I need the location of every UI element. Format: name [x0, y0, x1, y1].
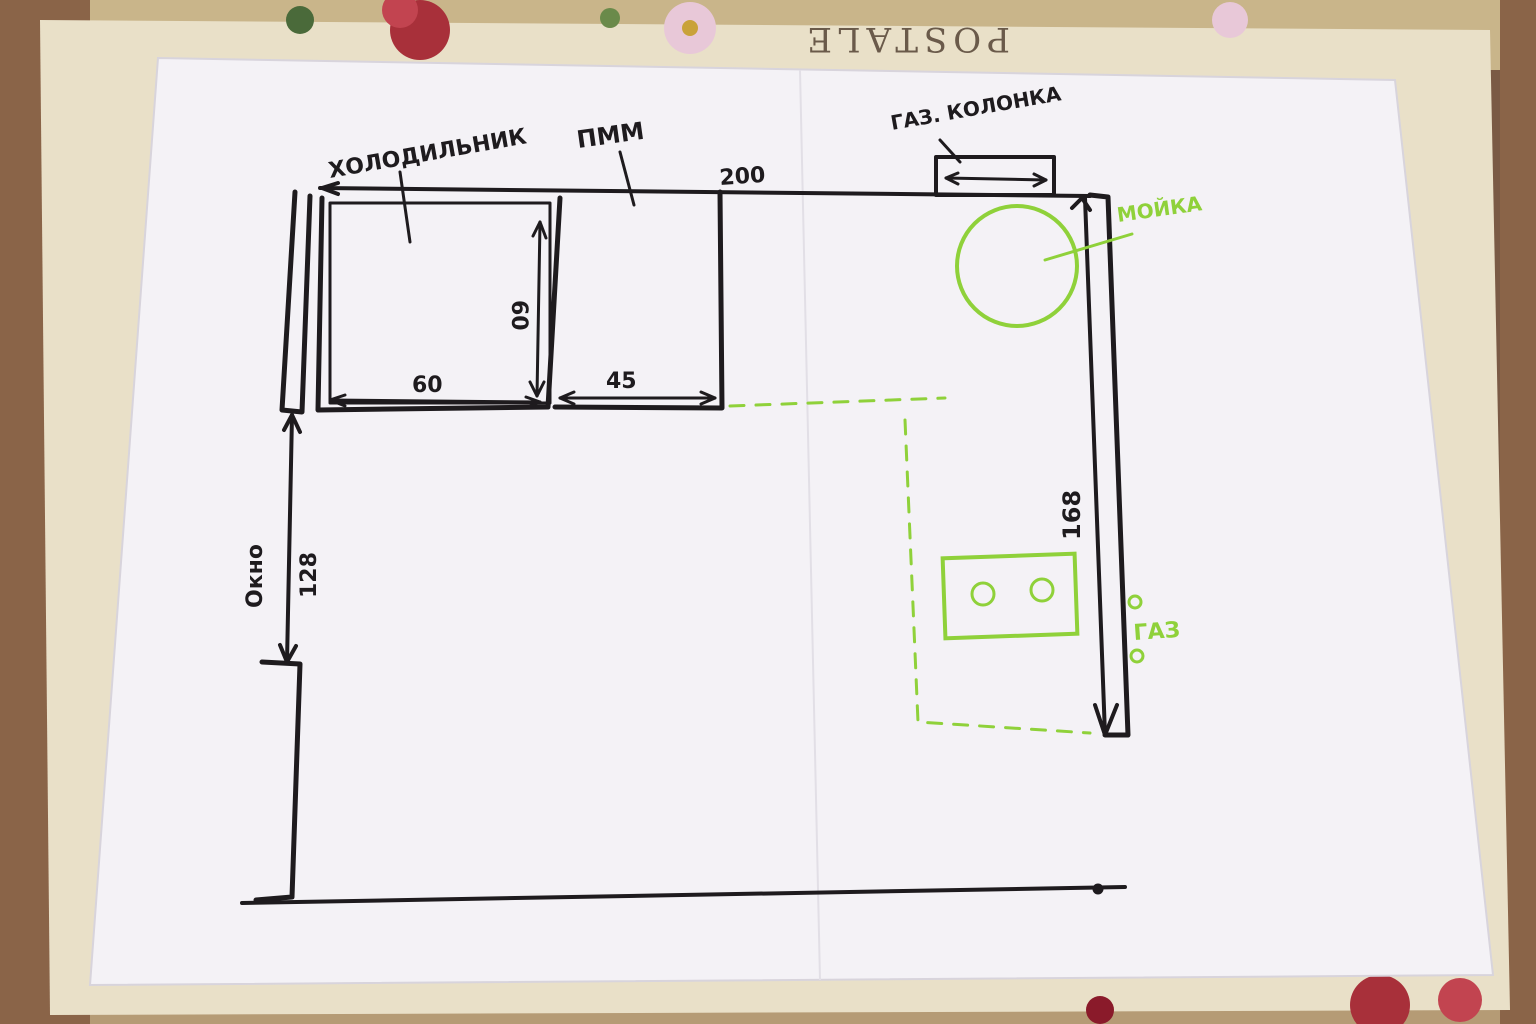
flower-decoration-center: [600, 2, 716, 54]
fridge-leader-line: [398, 170, 412, 244]
fridge-width-left-arrow-icon: [328, 393, 347, 408]
fridge-depth-dimension: 60: [506, 300, 531, 331]
gas-heater-leader-line: [938, 138, 962, 164]
flower-decoration-bottom: [1086, 975, 1482, 1024]
fridge-depth-line: [535, 220, 542, 398]
fridge-width-dimension: 60: [412, 373, 443, 398]
gas-stove-box: [940, 551, 1080, 641]
window-top-arrow-icon: [282, 413, 302, 434]
window-pillar-top: [279, 189, 313, 415]
top-wall-arrow-icon: [320, 181, 340, 196]
gas-label: ГАЗ: [1133, 618, 1181, 646]
fridge-width-line: [328, 398, 542, 404]
dishwasher-left-arrow-icon: [558, 390, 576, 406]
gas-heater-width-line: [944, 176, 1048, 182]
gas-heater-box: [934, 155, 1056, 197]
gas-outlet-bottom-icon: [1129, 648, 1145, 664]
paper-fold: [799, 69, 821, 981]
window-pillar-bottom: [253, 659, 303, 903]
fridge-width-right-arrow-icon: [524, 395, 542, 410]
top-wall-dimension: 200: [719, 163, 767, 191]
planned-counter-outline: [728, 396, 1092, 735]
gas-outlet-top-icon: [1127, 594, 1143, 610]
paper-sheet: [88, 56, 1495, 987]
postale-stamp-text: POSTALE: [801, 19, 1010, 59]
dishwasher-right-arrow-icon: [699, 390, 717, 406]
dishwasher-width-dimension: 45: [606, 369, 637, 394]
right-counter: [1087, 192, 1131, 738]
dishwasher-box: [552, 189, 725, 411]
dishwasher-leader-line: [618, 150, 636, 207]
fridge-box: [315, 195, 563, 413]
burner-right-icon: [1029, 577, 1055, 603]
fridge-depth-bottom-arrow-icon: [528, 380, 546, 398]
fridge-depth-top-arrow-icon: [531, 220, 548, 240]
gas-heater-right-arrow-icon: [1032, 172, 1048, 188]
flower-decoration-left: [286, 0, 450, 60]
window-label: Окно: [243, 544, 268, 608]
burner-left-icon: [970, 581, 996, 607]
bottom-wall-line: [240, 885, 1127, 905]
window-wall-dimension: 128: [297, 552, 322, 598]
sink-leader-line: [1043, 232, 1134, 262]
window-dimension-line: [285, 413, 294, 664]
right-wall-line: [1083, 196, 1107, 737]
gas-heater-left-arrow-icon: [944, 171, 960, 186]
sink-circle: [955, 204, 1079, 328]
flower-decoration-right: [1212, 2, 1248, 38]
fridge-inner: [328, 201, 552, 405]
right-wall-dimension: 168: [1058, 490, 1086, 540]
right-wall-top-arrow-icon: [1070, 196, 1092, 212]
bottom-wall-end-dot: [1092, 883, 1104, 895]
